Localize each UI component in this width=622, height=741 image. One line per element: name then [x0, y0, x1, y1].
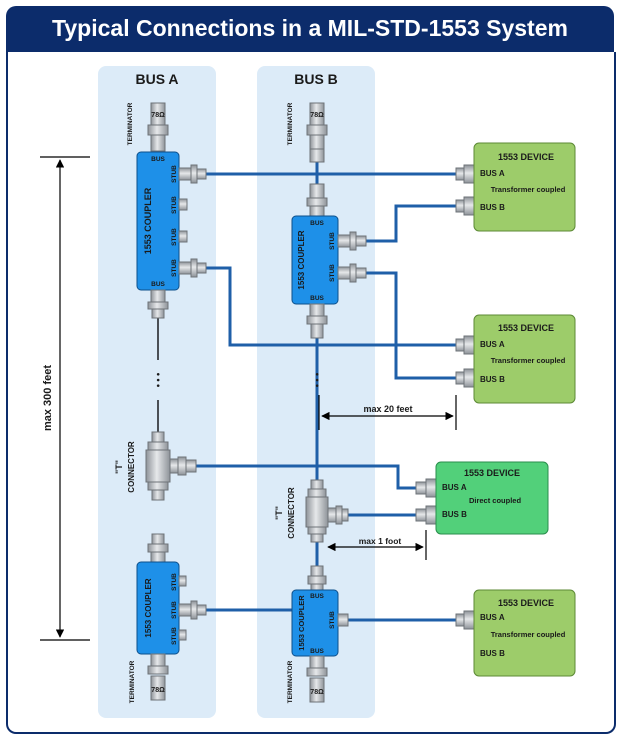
max-20-label: max 20 feet	[363, 404, 412, 414]
coupler-a2-stub-3: STUB	[171, 627, 178, 645]
coupler-a1-stub-connectors	[178, 164, 207, 278]
coupler-a2-stub-1: STUB	[171, 573, 178, 591]
terminator-bus-a-top: 78Ω	[147, 102, 169, 152]
terminator-label-bus-b-bottom: TERMINATOR	[287, 660, 294, 703]
device-3-title: 1553 DEVICE	[464, 468, 520, 478]
device-3-bus-a: BUS A	[442, 483, 467, 492]
coupler-a1-label: 1553 COUPLER	[143, 187, 153, 254]
terminator-impedance-b-top: 78Ω	[310, 112, 324, 119]
terminator-impedance: 78Ω	[151, 112, 165, 119]
coupler-a2-top-connector	[147, 533, 169, 563]
terminator-impedance-a-bottom: 78Ω	[151, 687, 165, 694]
dimension-max-300	[40, 156, 90, 641]
device-2-bus-a: BUS A	[480, 340, 505, 349]
t-connector-bus-a	[145, 431, 197, 501]
bus-b-label: BUS B	[294, 71, 338, 87]
device-4-bus-a: BUS A	[480, 613, 505, 622]
coupler-a1-stub-1: STUB	[171, 165, 178, 183]
t-connector-b-label: CONNECTOR	[287, 487, 296, 539]
device-2-coupling: Transformer coupled	[491, 356, 566, 365]
device-3-bus-b: BUS B	[442, 510, 467, 519]
device-2: 1553 DEVICE BUS A Transformer coupled BU…	[473, 314, 576, 404]
terminator-bus-b-top: 78Ω	[306, 102, 328, 150]
device-1-title: 1553 DEVICE	[498, 152, 554, 162]
coupler-b2-stub: STUB	[329, 611, 336, 629]
device-1: 1553 DEVICE BUS A Transformer coupled BU…	[473, 142, 576, 232]
coupler-a2-stub-2: STUB	[171, 601, 178, 619]
coupler-b2-stub-connector	[337, 613, 349, 627]
t-connector-a-label-t: "T"	[114, 460, 124, 474]
device-input-connectors	[415, 164, 475, 630]
coupler-a1-stub-4: STUB	[171, 259, 178, 277]
coupler-b2-bus-top: BUS	[310, 593, 324, 600]
coupler-a2-stub-connector	[178, 575, 207, 641]
terminator-bus-b-bottom: 78Ω	[306, 655, 328, 703]
wire-bus-a-to-device2	[206, 266, 456, 347]
diagram-title: Typical Connections in a MIL-STD-1553 Sy…	[52, 15, 568, 41]
t-connector-a-label: CONNECTOR	[127, 441, 136, 493]
dimension-max-20	[318, 395, 457, 430]
terminator-label-bus-b-top: TERMINATOR	[287, 102, 294, 145]
device-4-coupling: Transformer coupled	[491, 630, 566, 639]
coupler-a1-bus-top: BUS	[151, 156, 165, 163]
device-2-title: 1553 DEVICE	[498, 323, 554, 333]
device-3-coupling: Direct coupled	[469, 496, 522, 505]
coupler-b1-bottom-connector	[306, 303, 328, 339]
terminator-bus-a-bottom: 78Ω	[147, 653, 169, 701]
coupler-a2-label: 1553 COUPLER	[144, 578, 153, 637]
device-4: 1553 DEVICE BUS A Transformer coupled BU…	[473, 589, 576, 677]
bus-a-panel	[98, 66, 216, 718]
device-1-bus-b: BUS B	[480, 203, 505, 212]
bus-a-ellipsis: • • •	[153, 373, 163, 387]
coupler-b1-stub-1: STUB	[329, 232, 336, 250]
terminator-label-bus-a-top: TERMINATOR	[127, 102, 134, 145]
wire-bus-b-to-device1	[366, 204, 456, 243]
device-1-coupling: Transformer coupled	[491, 185, 566, 194]
bus-a-label: BUS A	[135, 71, 178, 87]
coupler-b1-bus-top: BUS	[310, 220, 324, 227]
max-1-label: max 1 foot	[359, 536, 402, 546]
coupler-b1-label: 1553 COUPLER	[297, 230, 306, 289]
device-3: 1553 DEVICE BUS A Direct coupled BUS B	[435, 461, 549, 535]
coupler-b2-label: 1553 COUPLER	[297, 595, 306, 651]
wire-bus-a-to-device3	[196, 464, 416, 490]
wire-bus-b-to-device2	[366, 271, 456, 380]
title-bar: Typical Connections in a MIL-STD-1553 Sy…	[6, 6, 614, 54]
coupler-b2-top-connector	[307, 565, 327, 591]
terminator-impedance-b-bottom: 78Ω	[310, 689, 324, 696]
coupler-a1-bus-bottom: BUS	[151, 281, 165, 288]
t-connector-b-label-t: "T"	[274, 506, 284, 520]
coupler-a1-stub-2: STUB	[171, 196, 178, 214]
device-4-bus-b: BUS B	[480, 649, 505, 658]
max-300-label: max 300 feet	[42, 365, 54, 431]
coupler-b1-stub-2: STUB	[329, 264, 336, 282]
bus-b-ellipsis: • • •	[312, 373, 322, 387]
coupler-a1-bottom-connector	[147, 289, 169, 319]
coupler-b1-stub-connectors	[337, 231, 367, 283]
coupler-b1-bus-bottom: BUS	[310, 295, 324, 302]
t-connector-bus-b	[305, 479, 349, 543]
coupler-a1-stub-3: STUB	[171, 228, 178, 246]
bus-b-junction-connector	[306, 148, 328, 217]
device-1-bus-a: BUS A	[480, 169, 505, 178]
device-2-bus-b: BUS B	[480, 375, 505, 384]
terminator-label-bus-a-bottom: TERMINATOR	[129, 660, 136, 703]
device-4-title: 1553 DEVICE	[498, 598, 554, 608]
coupler-b2-bus-bottom: BUS	[310, 648, 324, 655]
dimension-max-1	[327, 530, 427, 560]
